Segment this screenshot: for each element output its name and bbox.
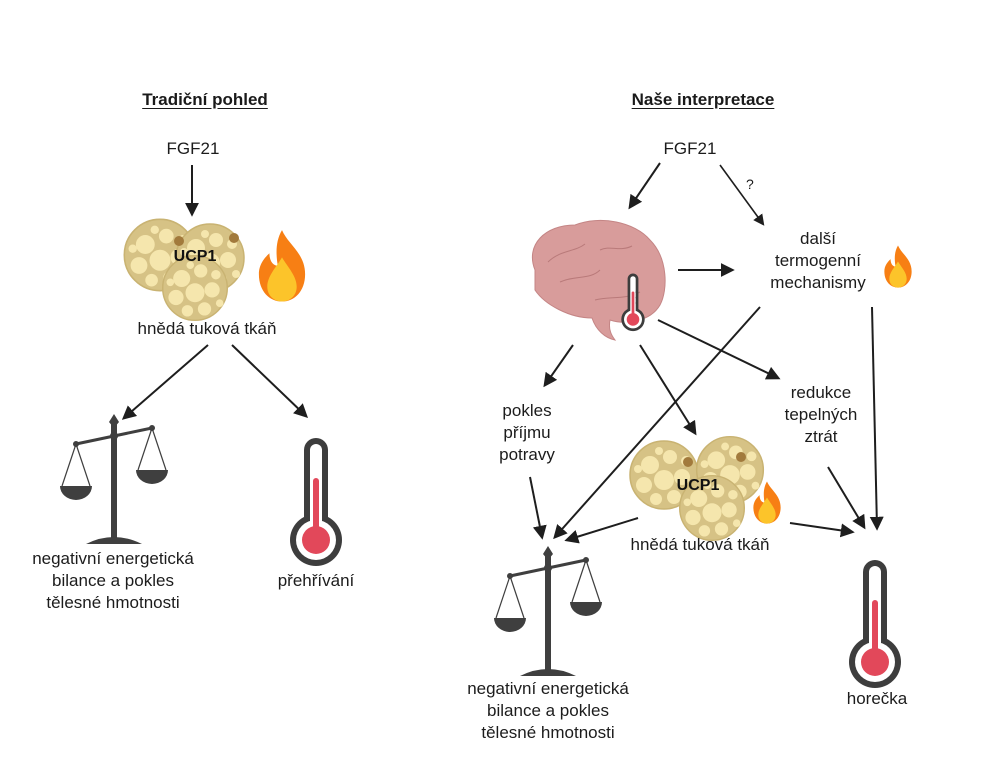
heat-loss-line-2: tepelných xyxy=(784,405,858,424)
flame-icon xyxy=(258,230,306,302)
balance-right-line-2: bilance a pokles xyxy=(487,701,609,720)
other-mechanisms-label: další termogenní mechanismy xyxy=(770,228,865,294)
question-mark: ? xyxy=(746,176,754,192)
arrow-heat-loss-to-fever xyxy=(827,466,866,530)
ucp1-label-left: UCP1 xyxy=(173,248,217,265)
arrow-bat-to-overheating xyxy=(231,344,309,418)
arrow-brain-to-food-intake xyxy=(543,344,574,388)
balance-right-line-3: tělesné hmotnosti xyxy=(481,723,615,742)
fgf21-label-left: FGF21 xyxy=(166,139,220,158)
balance-line-3: tělesné hmotnosti xyxy=(46,593,180,612)
brain-icon xyxy=(531,219,666,341)
balance-line-1: negativní energetická xyxy=(32,549,194,568)
arrow-fgf21-to-brain xyxy=(628,162,661,210)
arrow-other-to-balance xyxy=(553,306,761,540)
small-flame-icon xyxy=(884,245,912,288)
fever-label: horečka xyxy=(846,689,908,708)
balance-label-right: negativní energetická bilance a pokles t… xyxy=(467,678,629,744)
balance-scale-icon-right xyxy=(492,544,604,678)
ucp1-label-right: UCP1 xyxy=(676,477,720,494)
arrow-bat-to-fever xyxy=(789,522,855,538)
food-line-2: příjmu xyxy=(503,423,551,442)
heat-loss-label: redukce tepelných ztrát xyxy=(785,382,858,448)
other-line-1: další xyxy=(800,229,836,248)
food-line-1: pokles xyxy=(502,401,552,420)
heat-loss-line-3: ztrát xyxy=(804,427,838,446)
arrow-brain-to-heat-loss xyxy=(657,319,781,380)
balance-scale-icon xyxy=(58,412,170,546)
overheating-label: přehřívání xyxy=(277,571,355,590)
left-panel-title: Tradiční pohled xyxy=(142,90,268,109)
other-line-2: termogenní xyxy=(774,251,861,270)
fever-thermometer-icon xyxy=(849,560,901,688)
arrow-brain-to-bat xyxy=(639,344,697,436)
right-panel-title: Naše interpretace xyxy=(631,90,775,109)
arrow-other-to-fever xyxy=(869,306,884,531)
brown-fat-cells-right xyxy=(629,435,765,542)
arrow-bat-to-balance-right xyxy=(564,517,639,544)
bat-label-left: hnědá tuková tkáň xyxy=(137,319,277,338)
balance-label-left: negativní energetická bilance a pokles t… xyxy=(32,548,194,614)
arrow-fgf21-to-other-mechanisms xyxy=(719,164,765,226)
fgf21-label-right: FGF21 xyxy=(663,139,717,158)
bat-label-right: hnědá tuková tkáň xyxy=(630,535,770,554)
food-intake-label: pokles příjmu potravy xyxy=(499,400,555,466)
balance-right-line-1: negativní energetická xyxy=(467,679,629,698)
arrow-bat-to-balance-left xyxy=(121,344,209,420)
arrow-food-intake-to-balance xyxy=(529,476,547,540)
heat-loss-line-1: redukce xyxy=(790,383,852,402)
brown-fat-cells-left xyxy=(123,218,245,322)
food-line-3: potravy xyxy=(499,445,555,464)
other-line-3: mechanismy xyxy=(770,273,866,292)
thermometer-icon xyxy=(290,438,342,566)
balance-line-2: bilance a pokles xyxy=(52,571,174,590)
